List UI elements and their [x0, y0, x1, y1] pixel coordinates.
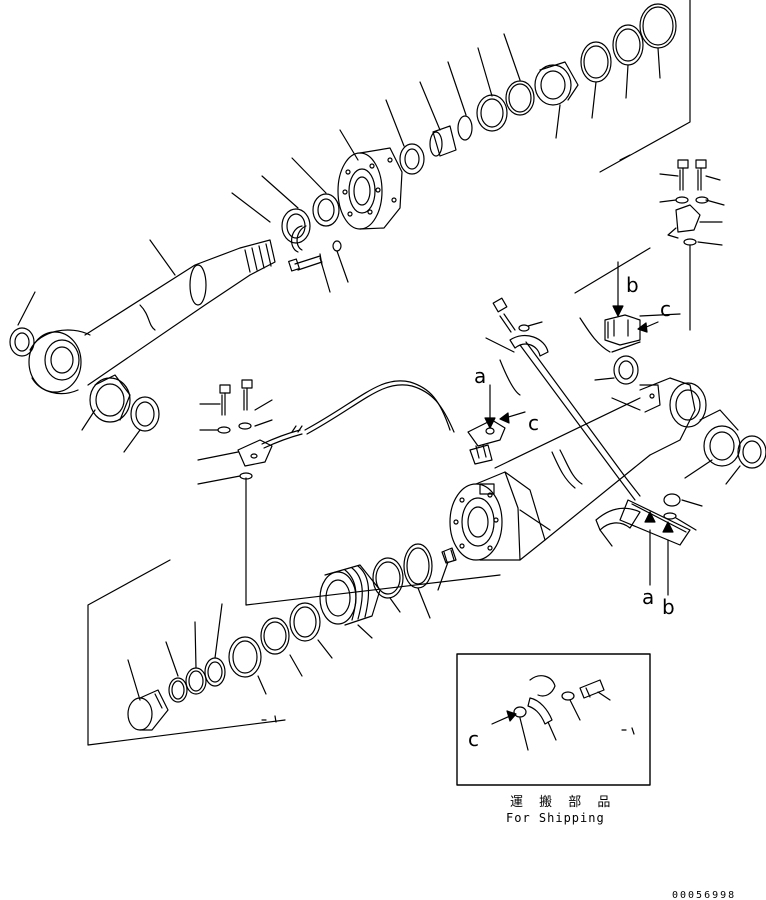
piping-assembly — [197, 159, 725, 606]
callout-labels: b c a c a b c — [468, 273, 675, 751]
callout-c-top: c — [660, 297, 671, 321]
shipping-title-jp: 運 搬 部 品 — [510, 795, 616, 810]
callout-b-top: b — [626, 273, 639, 297]
rod-assembly — [9, 0, 691, 453]
callout-c-mid: c — [528, 411, 539, 435]
callout-c-inset: c — [468, 727, 479, 751]
shipping-title-en: For Shipping — [506, 811, 605, 825]
cylinder-tube-assembly — [87, 377, 766, 746]
drawing-code: 00056998 — [672, 890, 736, 900]
shipping-parts-inset — [456, 653, 651, 786]
callout-a-bottom: a — [642, 585, 654, 609]
callout-b-bottom: b — [662, 595, 675, 619]
callout-a-top: a — [474, 364, 486, 388]
